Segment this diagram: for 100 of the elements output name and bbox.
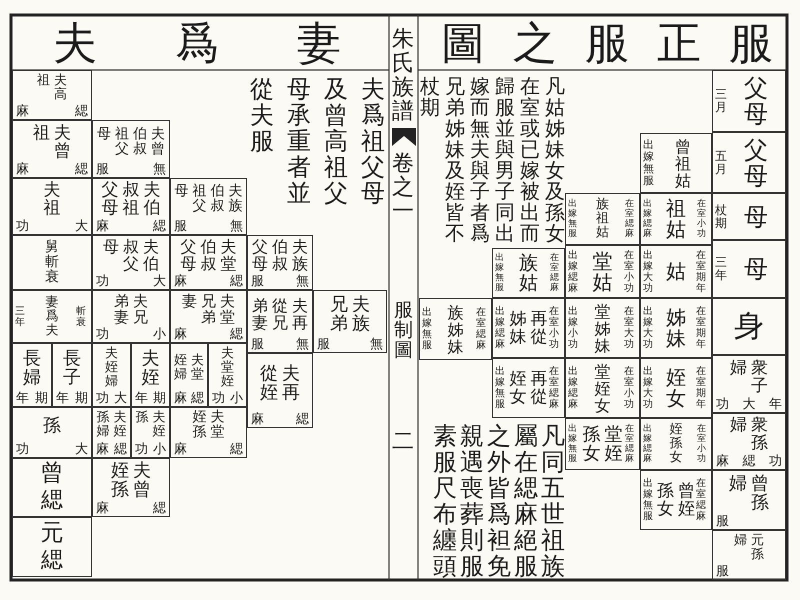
page-number: 二 [391,430,415,454]
mourning-grade: 緦 [40,489,64,514]
mourning-grade: 麻 [174,275,187,288]
mourning-grade: 麻 [96,502,109,515]
relation-name: 父母 [743,75,769,127]
relation-box [640,133,712,193]
mourning-grade: 大 [114,392,127,405]
mourning-grade: 功 [769,455,782,468]
mourning-grade: 無 [296,338,309,351]
mourning-grade: 麻 [174,328,187,341]
relation-box [92,343,131,407]
relation-box [247,290,313,353]
mourning-grade: 麻 [96,220,109,233]
relation-name: 夫堂姪婦 [173,354,205,382]
relation-name: 族姑 [518,253,539,293]
relation-box [208,343,247,407]
mourning-grade: 年 [16,392,29,405]
mourning-grade: 功 [16,443,29,456]
relation-name: 夫兄弟妻 [113,293,149,325]
mourning-grade: 期 [75,392,88,405]
relation-box [131,407,170,458]
relation-name: 夫姪孫 [134,411,166,439]
relation-box [52,343,92,407]
relation-name: 夫曾祖 [32,124,72,160]
relation-name: 母 [743,256,769,282]
mourning-grade: 五月 [714,150,728,176]
relation-name: 堂姪女 [594,362,612,414]
relation-name: 夫再從姪 [259,364,301,402]
mourning-grade: 出嫁小功 [567,306,579,350]
mourning-grade: 小 [153,443,166,456]
relation-name: 夫姪 [140,348,160,386]
relation-box [247,235,313,290]
mourning-grade: 三年 [714,256,728,282]
mourning-grade: 出嫁無服 [642,139,655,187]
relation-name: 母 [743,204,769,230]
relation-box [712,240,786,298]
relation-box [640,193,712,245]
mourning-grade: 無 [153,163,166,176]
mourning-grade: 年 [56,392,69,405]
note-text: 凡姑姊妹女及孫女在室或已嫁被出而歸服並與男子同出嫁而無夫與子者爲兄弟姊妹及姪皆不杖期 [419,76,566,244]
relation-box [12,120,92,178]
mourning-grade: 麻 [251,413,264,426]
relation-box [313,290,387,353]
mourning-grade: 在室小功 [623,250,635,294]
mourning-grade: 期 [35,392,48,405]
relation-name: 夫堂兄弟妻 [181,293,236,325]
relation-name: 孫 [42,416,62,434]
relation-name: 曾姪孫女 [656,482,696,518]
relation-name: 夫伯叔祖父母 [100,181,162,217]
chart-title: 妻爲夫 [52,20,342,67]
mourning-grade: 在室緦麻 [624,424,635,464]
relation-box [712,298,786,355]
mourning-grade: 在室期年 [695,250,707,294]
mourning-grade: 無 [370,338,383,351]
mourning-grade: 緦 [230,328,243,341]
mourning-grade: 出嫁無服 [642,478,654,522]
mourning-grade: 麻 [96,443,109,456]
relation-name: 夫堂姪 [220,346,235,388]
section-label: 服制圖 [393,300,414,360]
mourning-grade: 在室緦麻 [695,478,707,522]
mourning-grade: 大 [75,220,88,233]
mourning-grade: 功 [16,220,29,233]
mourning-grade: 緦 [153,502,166,515]
note-text: 夫爲祖父母及曾高祖父母承重者並從夫服 [249,76,386,206]
relation-name: 堂姊妹 [594,302,612,354]
relation-box [640,298,712,358]
relation-name: 祖姑 [665,198,687,240]
relation-name: 夫曾伯叔祖父母 [96,126,166,156]
mourning-grade: 在室小功 [623,366,635,410]
relation-name: 衆子婦 [729,358,769,394]
mourning-grade: 出嫁緦麻 [494,306,506,350]
relation-box [492,298,565,358]
relation-name: 夫族伯叔父母 [251,238,309,272]
mourning-grade: 麻 [174,443,187,456]
relation-box [170,407,247,458]
mourning-grade: 在室緦麻 [549,253,560,293]
relation-name: 長婦 [22,348,42,386]
mourning-grade: 功 [135,443,148,456]
mourning-grade: 在室期年 [695,366,707,410]
mourning-grade: 麻 [174,392,187,405]
relation-box [12,235,92,290]
book-title: 朱氏族譜 [391,28,415,124]
mourning-grade: 出嫁大功 [642,306,654,350]
relation-box [640,245,712,298]
mourning-grade: 斬衰 [75,306,87,328]
relation-name: 曾 [40,461,64,486]
relation-name: 妻爲夫 [44,296,60,338]
mourning-grade: 緦 [230,275,243,288]
relation-box [712,193,786,240]
relation-box [170,178,247,235]
relation-box [12,407,92,458]
relation-box [92,178,170,235]
mourning-grade: 在室緦麻 [475,307,487,351]
relation-name: 夫再從兄弟妻 [251,297,309,331]
mourning-grade: 緦 [191,392,204,405]
relation-name: 姪孫女 [668,423,684,465]
relation-name: 夫伯叔父母 [102,238,160,272]
relation-box [565,418,640,470]
mourning-grade: 緦 [75,105,88,118]
relation-box [640,418,712,470]
